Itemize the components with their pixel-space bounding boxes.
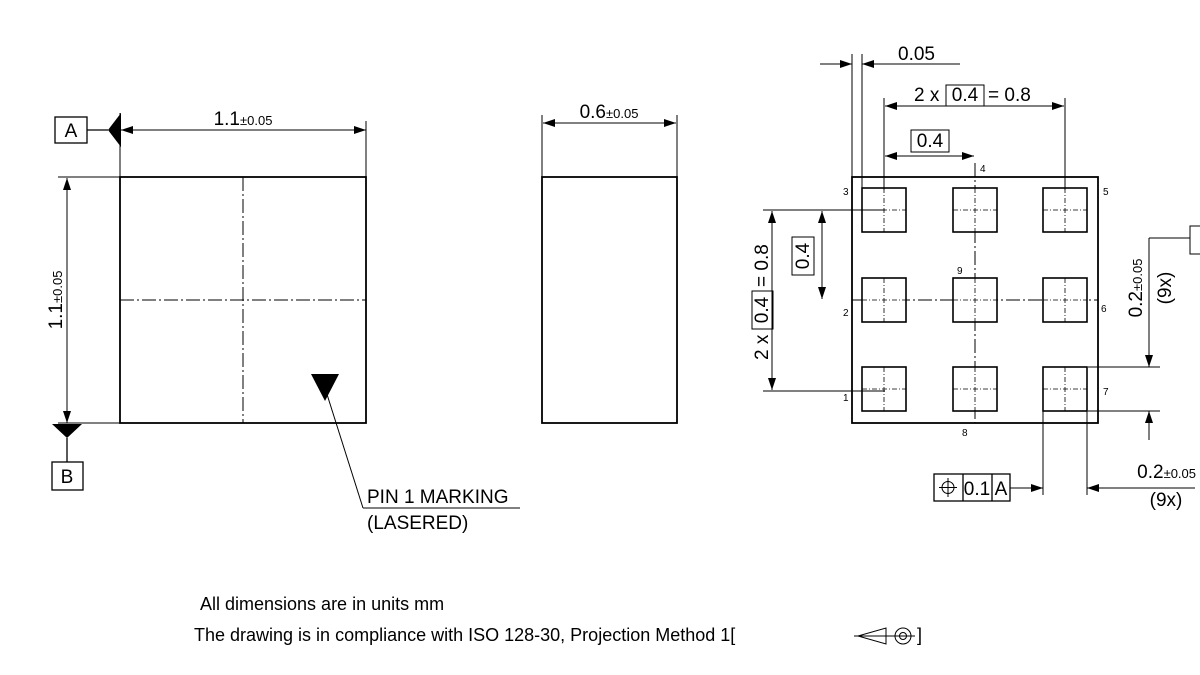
datum-a-triangle xyxy=(108,113,121,147)
pin1-marking-label: PIN 1 MARKING xyxy=(367,487,508,508)
pin-number-2: 2 xyxy=(843,308,849,319)
pin1-marking-triangle xyxy=(311,374,339,401)
datum-b-box xyxy=(51,461,84,491)
pad-vertical-size-label: 0.2±0.05 xyxy=(1126,259,1147,318)
fcf-tolerance-value: 0.1 xyxy=(964,479,990,500)
compliance-note-end: ] xyxy=(917,625,923,645)
datum-b-label: B xyxy=(61,467,74,488)
pin-number-5: 5 xyxy=(1103,187,1109,198)
pin1-lasered-label: (LASERED) xyxy=(367,513,468,534)
pin-number-7: 7 xyxy=(1103,387,1109,398)
height-dimension-label: 1.1±0.05 xyxy=(46,271,67,330)
svg-text:0.4: 0.4 xyxy=(752,296,773,323)
datum-b-triangle xyxy=(52,424,82,438)
top-view: A 1.1±0.05 1.1±0.05 B PIN 1 MARKING (LAS… xyxy=(46,109,520,534)
fcf-datum-value: A xyxy=(995,479,1008,500)
pin1-leader-line xyxy=(324,387,364,509)
pin-number-9: 9 xyxy=(957,266,963,277)
pad-horizontal-count-label: (9x) xyxy=(1150,490,1183,511)
pin-number-8: 8 xyxy=(962,428,968,439)
compliance-note: The drawing is in compliance with ISO 12… xyxy=(194,625,736,645)
pad-vertical-count-label: (9x) xyxy=(1155,272,1176,305)
offset-dimension-label: 0.05 xyxy=(898,44,935,65)
projection-method-icon xyxy=(854,627,915,645)
width-dimension-label: 1.1±0.05 xyxy=(214,109,273,130)
pad-grid xyxy=(861,187,1088,412)
pin-number-6: 6 xyxy=(1101,304,1107,315)
units-note: All dimensions are in units mm xyxy=(200,594,445,614)
pin-number-1: 1 xyxy=(843,393,849,404)
svg-text:= 0.8: = 0.8 xyxy=(752,244,773,287)
pitch-total-prefix: 2 x xyxy=(914,85,940,106)
pin-number-4: 4 xyxy=(980,164,986,175)
side-view-body xyxy=(541,176,678,424)
feature-control-frame: 0.1 A xyxy=(933,473,1011,502)
pitch-basic-value: 0.4 xyxy=(917,131,944,152)
thickness-dimension-label: 0.6±0.05 xyxy=(580,102,639,123)
bottom-view: 1 2 3 4 5 6 7 8 9 0.05 2 x 0.4 = 0.8 0.4 xyxy=(751,44,1200,511)
pitch-vertical-basic-value: 0.4 xyxy=(793,242,814,269)
datum-a-label: A xyxy=(65,121,78,142)
pitch-vertical-total-label: 2 x 0.4 = 0.8 xyxy=(751,244,774,360)
pitch-total-basic-box xyxy=(945,84,985,107)
datum-b-partial-box xyxy=(1189,225,1200,255)
svg-text:2 x: 2 x xyxy=(752,334,773,360)
pitch-total-suffix: = 0.8 xyxy=(988,85,1031,106)
side-view: 0.6±0.05 xyxy=(541,102,678,424)
pad-horizontal-size-label: 0.2±0.05 xyxy=(1137,462,1196,483)
pin-number-3: 3 xyxy=(843,187,849,198)
pitch-basic-box xyxy=(910,129,950,153)
pitch-vertical-basic-box xyxy=(791,236,815,276)
pitch-total-basic-value: 0.4 xyxy=(952,85,979,106)
